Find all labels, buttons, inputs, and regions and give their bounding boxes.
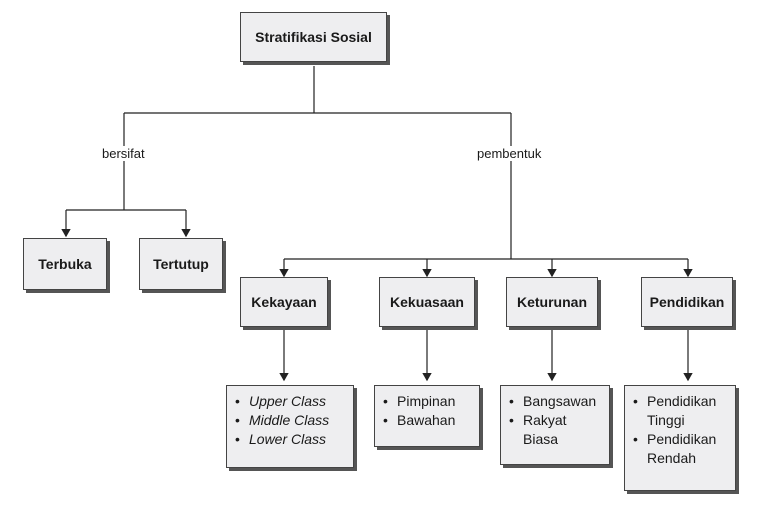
node-pendidikan-label: Pendidikan bbox=[649, 294, 725, 310]
node-keturunan-label: Keturunan bbox=[517, 294, 587, 310]
node-kekuasaan-label: Kekuasaan bbox=[390, 294, 464, 310]
node-terbuka: Terbuka bbox=[23, 238, 107, 290]
list-item: Bawahan bbox=[383, 411, 473, 430]
list-item: Pendidikan Rendah bbox=[633, 430, 729, 468]
list-item: Upper Class bbox=[235, 392, 347, 411]
list-pendidikan: Pendidikan Tinggi Pendidikan Rendah bbox=[624, 385, 736, 491]
list-item: Pendidikan Tinggi bbox=[633, 392, 729, 430]
node-tertutup-label: Tertutup bbox=[153, 256, 209, 272]
root-node: Stratifikasi Sosial bbox=[240, 12, 387, 62]
list-item: Rakyat Biasa bbox=[509, 411, 603, 449]
node-keturunan: Keturunan bbox=[506, 277, 598, 327]
list-item: Pimpinan bbox=[383, 392, 473, 411]
edge-label-bersifat: bersifat bbox=[100, 146, 147, 161]
node-kekayaan-label: Kekayaan bbox=[251, 294, 317, 310]
node-kekuasaan: Kekuasaan bbox=[379, 277, 475, 327]
node-pendidikan: Pendidikan bbox=[641, 277, 733, 327]
list-kekayaan: Upper Class Middle Class Lower Class bbox=[226, 385, 354, 468]
node-terbuka-label: Terbuka bbox=[38, 256, 92, 272]
list-item: Middle Class bbox=[235, 411, 347, 430]
list-item: Lower Class bbox=[235, 430, 347, 449]
list-item: Bangsawan bbox=[509, 392, 603, 411]
edge-label-pembentuk: pembentuk bbox=[475, 146, 544, 161]
list-keturunan: Bangsawan Rakyat Biasa bbox=[500, 385, 610, 465]
root-label: Stratifikasi Sosial bbox=[255, 29, 372, 45]
node-tertutup: Tertutup bbox=[139, 238, 223, 290]
list-kekuasaan: Pimpinan Bawahan bbox=[374, 385, 480, 447]
node-kekayaan: Kekayaan bbox=[240, 277, 328, 327]
